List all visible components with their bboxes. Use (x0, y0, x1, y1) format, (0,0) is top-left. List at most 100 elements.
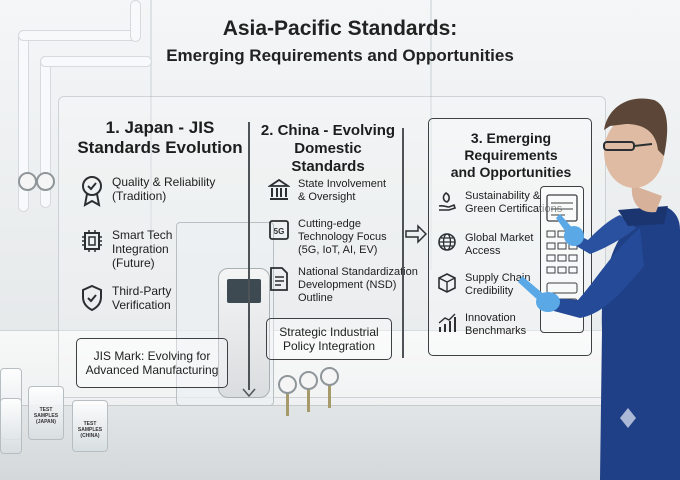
award-ribbon-icon (82, 176, 102, 207)
emerging-item-innovation-line-2: Benchmarks (465, 325, 527, 337)
china-item-technology-line-3: (5G, IoT, AI, EV) (298, 244, 378, 256)
china-item-state-line-2: & Oversight (298, 191, 356, 203)
gauge-stem (328, 380, 331, 408)
japan-item-smart-tech-line-3: (Future) (112, 256, 155, 270)
chip-icon (82, 230, 102, 252)
column-2-heading: 2. China - Evolving Domestic Standards (256, 122, 400, 176)
column-3-heading: 3. Emerging Requirements and Opportuniti… (432, 130, 590, 181)
sample-jar-china: TEST SAMPLES (CHINA) (72, 400, 108, 452)
gauge-stem (307, 384, 310, 412)
5g-chip-icon-label: 5G (274, 227, 285, 236)
wall-pipe (40, 56, 152, 67)
sample-jar-japan-line-2: (JAPAN) (36, 419, 56, 425)
japan-item-verification-line-2: Verification (112, 298, 171, 312)
shield-check-icon (82, 284, 102, 312)
column-2-heading-line-2: Domestic Standards (291, 140, 365, 175)
emerging-item-global-market-line-2: Access (465, 245, 501, 257)
emerging-item-global-market-text: Global Market Access (465, 232, 533, 258)
japan-item-quality-line-1: Quality & Reliability (112, 175, 216, 189)
sample-jar-china-line-2: (CHINA) (80, 433, 100, 439)
bench-front (0, 405, 680, 480)
column-divider-2 (402, 128, 404, 358)
japan-item-smart-tech-line-2: Integration (112, 242, 169, 256)
arrow-right-icon (405, 224, 427, 244)
emerging-item-supply-chain-text: Supply Chain Credibility (465, 272, 530, 298)
china-item-technology-line-2: Technology Focus (298, 231, 387, 243)
emerging-item-innovation-text: Innovation Benchmarks (465, 312, 526, 338)
china-item-state-text: State Involvement & Oversight (298, 178, 386, 204)
china-item-nsd-text: National Standardization Development (NS… (298, 266, 418, 305)
column-3-heading-line-2: and Opportunities (450, 164, 572, 180)
china-item-state-line-1: State Involvement (298, 178, 387, 190)
strategic-policy-line-2: Policy Integration (282, 339, 376, 353)
emerging-item-sustainability: Sustainability & Green Certifications (437, 190, 562, 216)
sample-jar-china-line-1: TEST SAMPLES (77, 421, 103, 433)
growth-chart-icon (438, 313, 456, 332)
gauge-stem (286, 388, 289, 416)
emerging-item-innovation-line-1: Innovation (465, 312, 516, 324)
leaf-hand-icon (438, 192, 457, 211)
japan-item-quality-text: Quality & Reliability (Tradition) (112, 175, 215, 203)
cube-icon (438, 273, 456, 293)
emerging-item-innovation: Innovation Benchmarks (437, 312, 526, 338)
column-1-heading-line-1: 1. Japan - JIS (105, 118, 215, 137)
strategic-policy-line-1: Strategic Industrial (279, 325, 379, 339)
wall-pipe (130, 0, 141, 42)
japan-item-verification: Third-Party Verification (80, 284, 171, 312)
japan-item-smart-tech-text: Smart Tech Integration (Future) (112, 228, 172, 270)
emerging-item-sustainability-text: Sustainability & Green Certifications (465, 190, 562, 216)
china-item-nsd: National Standardization Development (NS… (268, 266, 418, 305)
china-item-technology: 5G Cutting-edge Technology Focus (5G, Io… (268, 218, 387, 257)
emerging-item-sustainability-line-2: Green Certifications (465, 203, 563, 215)
japan-item-verification-text: Third-Party Verification (112, 284, 171, 312)
strategic-policy-box: Strategic Industrial Policy Integration (266, 318, 392, 360)
title-line-2: Emerging Requirements and Opportunities (166, 46, 514, 65)
japan-item-smart-tech: Smart Tech Integration (Future) (80, 228, 172, 270)
china-item-nsd-line-1: National Standardization (298, 266, 418, 278)
5g-chip-icon: 5G (269, 220, 289, 240)
machine-screen (227, 279, 261, 303)
glass-display-panel (58, 96, 606, 398)
wall-gauge (36, 172, 55, 191)
pressure-gauge (278, 375, 297, 394)
pressure-gauge (320, 367, 339, 386)
title-line-1: Asia-Pacific Standards: (222, 17, 458, 40)
emerging-item-supply-chain-line-2: Credibility (465, 285, 514, 297)
column-divider-1 (248, 122, 250, 390)
china-item-state: State Involvement & Oversight (268, 178, 386, 204)
emerging-item-supply-chain-line-1: Supply Chain (465, 272, 531, 284)
page-title: Asia-Pacific Standards: Emerging Require… (110, 16, 570, 67)
wall-seam (150, 0, 152, 270)
jis-mark-box: JIS Mark: Evolving for Advanced Manufact… (76, 338, 228, 388)
emerging-item-supply-chain: Supply Chain Credibility (437, 272, 530, 298)
emerging-item-global-market: Global Market Access (437, 232, 533, 258)
japan-item-quality: Quality & Reliability (Tradition) (80, 175, 215, 207)
sample-jar-japan-label: TEST SAMPLES (JAPAN) (29, 407, 63, 425)
china-item-technology-text: Cutting-edge Technology Focus (5G, IoT, … (298, 218, 387, 257)
china-item-nsd-line-3: Outline (298, 292, 333, 304)
document-icon (270, 267, 288, 291)
sample-jar-empty (0, 398, 22, 454)
sample-jar-china-label: TEST SAMPLES (CHINA) (73, 421, 107, 439)
wall-seam (430, 0, 432, 270)
column-1-heading: 1. Japan - JIS Standards Evolution (72, 118, 248, 158)
emerging-item-sustainability-line-1: Sustainability & (465, 190, 541, 202)
china-item-nsd-line-2: Development (NSD) (298, 279, 397, 291)
testing-machine (218, 268, 270, 398)
sample-jar-japan-line-1: TEST SAMPLES (33, 407, 59, 419)
column-1-heading-line-2: Standards Evolution (77, 138, 243, 157)
globe-icon (438, 233, 456, 251)
pressure-gauge (299, 371, 318, 390)
government-building-icon (268, 178, 290, 200)
japan-item-verification-line-1: Third-Party (112, 284, 172, 298)
column-2-heading-line-1: 2. China - Evolving (260, 122, 396, 139)
japan-item-quality-line-2: (Tradition) (112, 189, 167, 203)
column-3-heading-line-1: 3. Emerging Requirements (464, 130, 558, 163)
chevron-down-icon (242, 388, 256, 398)
china-item-technology-line-1: Cutting-edge (298, 218, 361, 230)
japan-item-smart-tech-line-1: Smart Tech (112, 228, 173, 242)
jis-mark-box-line-2: Advanced Manufacturing (85, 363, 219, 377)
emerging-item-global-market-line-1: Global Market (465, 232, 534, 244)
